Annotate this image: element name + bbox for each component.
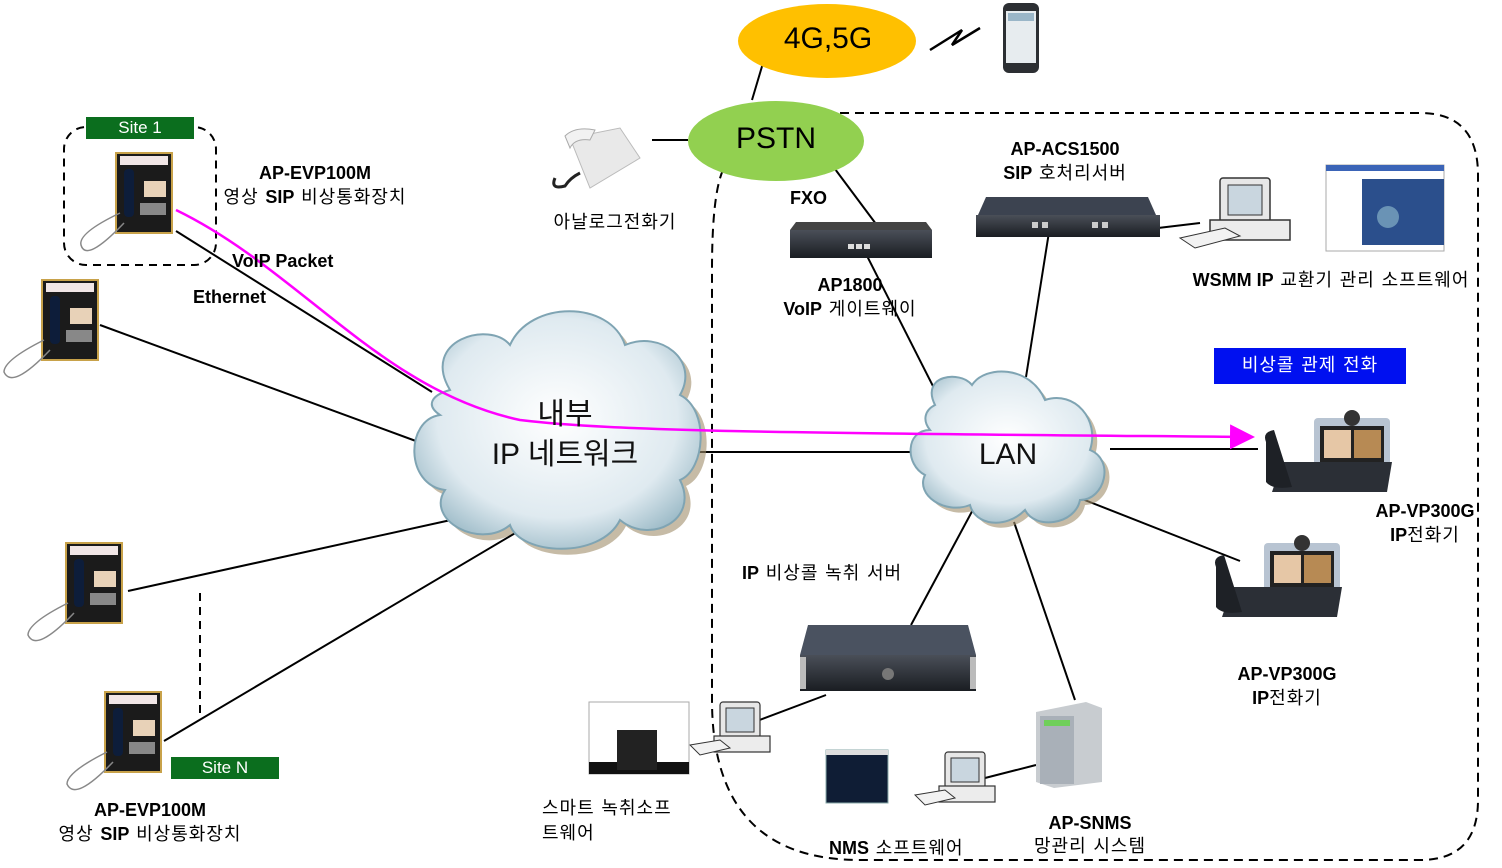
vp-top-desc: IP전화기 bbox=[1390, 525, 1460, 546]
vp-bottom-model: AP-VP300G bbox=[1237, 664, 1337, 684]
video-ip-phone-icon bbox=[1265, 410, 1392, 492]
voip-packet-flow-arrow bbox=[175, 208, 1255, 450]
emergency-phone-icon bbox=[27, 542, 123, 642]
snms-server-tower-icon bbox=[1036, 702, 1102, 788]
link-acs-wsmm bbox=[1157, 222, 1201, 229]
fxo-label: FXO bbox=[790, 188, 828, 208]
siteN-badge: Site N bbox=[171, 757, 279, 779]
analog-phone-label: 아날로그전화기 bbox=[553, 212, 677, 233]
voip-packet-label: VoIP Packet bbox=[232, 251, 334, 271]
gateway-model: AP1800 bbox=[817, 275, 883, 295]
mobile-network-label: 4G,5G bbox=[783, 22, 873, 55]
link-pstn-gateway bbox=[831, 164, 880, 229]
lan-cloud bbox=[909, 370, 1110, 528]
emergency-phone-icon bbox=[66, 691, 162, 791]
vp-top-model: AP-VP300G bbox=[1375, 501, 1475, 521]
evp-top-model: AP-EVP100M bbox=[258, 163, 372, 183]
evp-bottom-model: AP-EVP100M bbox=[93, 800, 207, 820]
mobile-network-ellipse bbox=[738, 4, 916, 78]
video-ip-phone-icon bbox=[1215, 535, 1342, 617]
site-boundary bbox=[711, 112, 1479, 861]
internal-ip-network-label-line1: 내부 bbox=[537, 398, 593, 431]
smart-recording-software-screenshot bbox=[588, 701, 690, 775]
desktop-pc-icon bbox=[913, 751, 996, 806]
link-lan-recorder bbox=[910, 503, 977, 626]
link-acs-lan bbox=[1025, 231, 1050, 378]
snms-model: AP-SNMS bbox=[1048, 813, 1132, 833]
link-recorder-pc bbox=[756, 694, 827, 722]
smart-recording-software-label-line2: 트웨어 bbox=[542, 823, 595, 844]
snms-desc: 망관리 시스템 bbox=[1033, 836, 1147, 857]
desktop-pc-icon bbox=[1178, 177, 1291, 249]
link-gateway-lan bbox=[863, 249, 940, 399]
pstn-label: PSTN bbox=[735, 122, 816, 155]
analog-phone-icon bbox=[552, 127, 641, 189]
site1-boundary bbox=[63, 126, 217, 266]
voip-gateway-device-icon bbox=[790, 222, 932, 258]
emergency-phone-icon bbox=[80, 152, 173, 252]
site1-badge: Site 1 bbox=[86, 117, 194, 139]
smart-recording-software-label-line1: 스마트 녹취소프 bbox=[542, 798, 672, 819]
link-evp3-ipnet bbox=[127, 517, 461, 592]
sip-server-device-icon bbox=[976, 197, 1160, 237]
link-snms-pc bbox=[984, 764, 1037, 779]
emergency-phone-icon bbox=[3, 279, 99, 379]
ethernet-label: Ethernet bbox=[193, 287, 267, 307]
lan-label: LAN bbox=[978, 438, 1038, 471]
wireless-link bbox=[929, 26, 981, 52]
acs-desc: SIP 호처리서버 bbox=[1003, 163, 1127, 184]
link-pstn-mobile bbox=[751, 62, 764, 101]
internal-ip-network-cloud bbox=[413, 310, 707, 555]
link-evp1-ipnet bbox=[175, 230, 433, 393]
emergency-control-phone-badge: 비상콜 관제 전화 bbox=[1214, 348, 1406, 384]
smartphone-icon bbox=[1003, 3, 1039, 73]
link-evp4-ipnet bbox=[163, 531, 518, 742]
pstn-ellipse bbox=[688, 101, 864, 181]
recording-server-label: IP 비상콜 녹취 서버 bbox=[742, 563, 903, 584]
vp-bottom-desc: IP전화기 bbox=[1252, 688, 1322, 709]
acs-model: AP-ACS1500 bbox=[1010, 139, 1120, 159]
link-evp2-ipnet bbox=[99, 324, 425, 445]
nms-software-label: NMS 소프트웨어 bbox=[829, 838, 964, 859]
evp-top-desc: 영상 SIP 비상통화장치 bbox=[223, 187, 407, 208]
evp-bottom-desc: 영상 SIP 비상통화장치 bbox=[58, 824, 242, 845]
gateway-desc: VoIP 게이트웨이 bbox=[783, 299, 917, 320]
internal-ip-network-label-line2: IP 네트워크 bbox=[491, 438, 639, 471]
wsmm-software-screenshot bbox=[1325, 164, 1445, 252]
desktop-pc-icon bbox=[688, 701, 771, 756]
link-lan-snms bbox=[1013, 521, 1076, 701]
link-lan-vp2 bbox=[1076, 496, 1241, 562]
recording-server-device-icon bbox=[800, 625, 976, 691]
wsmm-label: WSMM IP 교환기 관리 소프트웨어 bbox=[1192, 270, 1470, 291]
connections bbox=[99, 26, 1258, 779]
nms-software-screenshot bbox=[825, 749, 889, 804]
